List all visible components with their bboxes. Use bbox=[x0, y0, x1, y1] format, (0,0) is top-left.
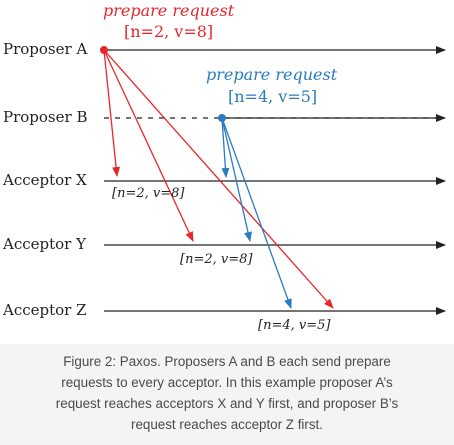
caption-line: requests to every acceptor. In this exam… bbox=[61, 375, 393, 390]
message-a-to-x bbox=[103, 49, 121, 177]
message-a-to-z bbox=[103, 49, 334, 309]
caption-line: request reaches acceptor Z first. bbox=[130, 417, 323, 432]
message-b-to-y bbox=[221, 117, 252, 242]
proposal-b-title: prepare request bbox=[206, 65, 338, 84]
message-b-to-x bbox=[221, 117, 230, 178]
proposer-b-send-point bbox=[218, 114, 226, 122]
message-label-acceptor-y: [n=2, v=8] bbox=[180, 252, 253, 267]
proposal-b-value: [n=4, v=5] bbox=[228, 87, 317, 106]
row-label-acceptor-x: Acceptor X bbox=[2, 171, 87, 189]
message-label-acceptor-z: [n=4, v=5] bbox=[258, 318, 331, 333]
figure-caption: Figure 2: Paxos. Proposers A and B each … bbox=[0, 344, 454, 445]
paxos-sequence-diagram: Proposer A Proposer B Acceptor X Accepto… bbox=[2, 1, 446, 333]
caption-line: request reaches acceptors X and Y first,… bbox=[55, 396, 399, 411]
caption-line: Figure 2: Paxos. Proposers A and B each … bbox=[63, 354, 391, 369]
row-label-acceptor-z: Acceptor Z bbox=[2, 301, 87, 319]
row-label-proposer-a: Proposer A bbox=[3, 40, 87, 58]
proposer-a-send-point bbox=[100, 46, 108, 54]
proposal-a-title: prepare request bbox=[103, 1, 235, 20]
message-label-acceptor-x: [n=2, v=8] bbox=[112, 186, 185, 201]
proposal-a-value: [n=2, v=8] bbox=[124, 22, 213, 41]
row-label-acceptor-y: Acceptor Y bbox=[2, 235, 87, 253]
row-label-proposer-b: Proposer B bbox=[3, 108, 87, 126]
message-a-to-y bbox=[103, 49, 194, 242]
message-b-to-z bbox=[221, 117, 292, 309]
